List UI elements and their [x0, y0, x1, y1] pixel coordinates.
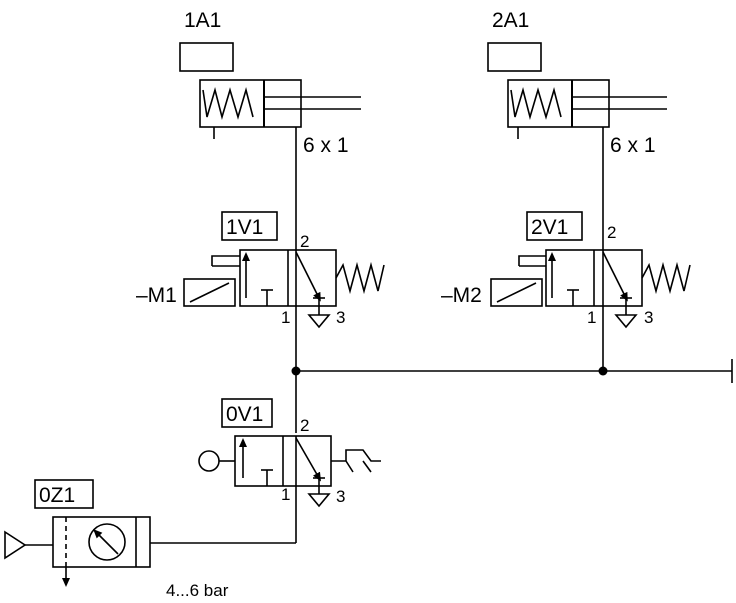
valve-1v1-port-3: 3 — [336, 308, 345, 327]
solenoid-2-icon — [490, 278, 543, 307]
tube-label-2: 6 x 1 — [610, 134, 656, 157]
cylinder-2a1-spring-icon — [510, 87, 562, 120]
valve-0v1-arrow-diag-icon — [295, 437, 321, 482]
junction-dot-1 — [291, 366, 301, 376]
valve-0v1-label: 0V1 — [226, 403, 263, 426]
tube-label-1: 6 x 1 — [303, 134, 349, 157]
valve-2v1-label: 2V1 — [531, 216, 568, 239]
valve-1v1-spring-icon — [335, 261, 385, 295]
cylinder-1a1-spring-icon — [202, 87, 254, 120]
valve-1v1-exhaust-icon — [307, 314, 331, 329]
valve-1v1-actuator-label: –M1 — [136, 284, 177, 307]
pushbutton-icon — [198, 450, 220, 472]
valve-2v1-tag-box — [526, 211, 583, 241]
valve-2v1-spring-icon — [641, 261, 691, 295]
valve-0v1-tag-box — [221, 398, 273, 428]
valve-0v1-port-3: 3 — [336, 487, 345, 506]
cylinder-2a1-tag-box — [487, 42, 542, 72]
supply-manifold — [291, 306, 733, 433]
valve-0v1-port-2: 2 — [300, 416, 309, 435]
cylinder-2a1: 2A1 6 x 1 — [487, 9, 667, 250]
valve-2v1-port-1: 1 — [587, 308, 596, 327]
service-unit-body — [52, 516, 151, 568]
valve-2v1-port-2: 2 — [607, 223, 616, 242]
valve-0v1-detent-icon — [331, 449, 381, 473]
service-unit-label: 0Z1 — [39, 484, 75, 507]
pressure-gauge-icon — [88, 523, 126, 561]
cylinder-2a1-label: 2A1 — [492, 9, 529, 32]
pressure-range-label: 4...6 bar — [166, 581, 229, 600]
valve-0v1: 0V1 2 1 3 — [198, 398, 381, 508]
valve-1v1-arrow-diag-icon — [295, 251, 321, 302]
cylinder-2a1-body — [507, 79, 610, 128]
junction-dot-2 — [598, 366, 608, 376]
valve-0v1-exhaust-icon — [307, 493, 331, 508]
valve-2v1: 2V1 2 –M2 1 3 — [441, 211, 691, 329]
valve-2v1-arrow-diag-icon — [602, 251, 628, 302]
valve-1v1-port-1: 1 — [281, 308, 290, 327]
cylinder-1a1-label: 1A1 — [184, 9, 221, 32]
cylinder-1a1-body — [199, 79, 302, 128]
service-unit-tag-box — [34, 479, 94, 509]
valve-1v1-tag-box — [221, 211, 278, 241]
valve-1v1-label: 1V1 — [226, 216, 263, 239]
valve-0v1-port-1: 1 — [281, 485, 290, 504]
valve-1v1: 1V1 2 –M1 1 3 — [136, 211, 385, 329]
valve-2v1-actuator-label: –M2 — [441, 284, 482, 307]
service-unit-0z1: 0Z1 4...6 bar — [4, 479, 297, 600]
air-source-icon — [4, 530, 27, 560]
valve-2v1-exhaust-icon — [614, 314, 638, 329]
cylinder-1a1-tag-box — [179, 42, 234, 72]
valve-2v1-port-3: 3 — [644, 308, 653, 327]
cylinder-1a1: 1A1 6 x 1 — [179, 9, 361, 250]
solenoid-1-icon — [183, 278, 236, 307]
valve-1v1-port-2: 2 — [300, 232, 309, 251]
